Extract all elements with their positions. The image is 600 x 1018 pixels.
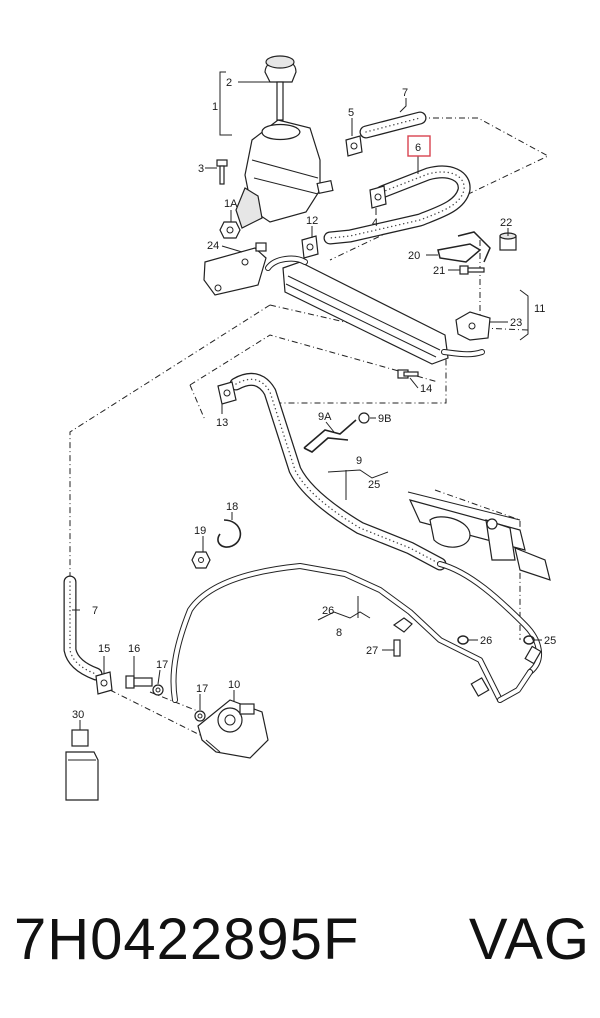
clamp-5	[345, 135, 363, 157]
callout-label: 21	[433, 265, 445, 277]
callout-label: 22	[500, 217, 512, 229]
callout-label: 16	[128, 643, 140, 655]
callout-label: 24	[207, 240, 219, 252]
nut-9b	[358, 412, 370, 424]
callout-label: 10	[228, 679, 240, 691]
callout-label: 12	[306, 215, 318, 227]
hose-7-lower	[63, 575, 103, 681]
bracket-9a	[303, 419, 357, 453]
callout-label: 30	[72, 709, 84, 721]
bracket-23	[455, 311, 491, 341]
callout-label: 11	[534, 303, 545, 315]
leader-lines	[72, 71, 542, 730]
callout-label: 2	[226, 77, 232, 89]
callout-label: 9B	[378, 413, 391, 425]
callout-label: 25	[368, 479, 380, 491]
screw-14	[397, 369, 419, 379]
callout-label: 19	[194, 525, 206, 537]
clamp-13	[217, 381, 237, 405]
callout-label: 5	[348, 107, 354, 119]
clamp-4	[369, 185, 387, 209]
callout-labels: 1 2 3 1A 24 5 7 6 4 12 22 20 21 11 23 14…	[72, 77, 556, 721]
callout-label: 26	[322, 605, 334, 617]
power-steering-parts-diagram: 1 2 3 1A 24 5 7 6 4 12 22 20 21 11 23 14…	[63, 55, 556, 801]
callout-label: 20	[408, 250, 420, 262]
steering-rack	[407, 491, 551, 581]
nut-19	[191, 551, 211, 569]
assembly-guide-lines	[69, 117, 550, 736]
callout-label: 18	[226, 501, 238, 513]
callout-label: 1A	[224, 198, 238, 210]
brand-name: VAG	[468, 906, 590, 972]
reservoir-bolt-3	[216, 159, 228, 185]
clip-20	[437, 231, 491, 263]
cooler-assembly-11	[265, 255, 485, 365]
reservoir-cap	[264, 55, 297, 121]
seal-17-lower	[194, 710, 206, 722]
callout-label: 1	[212, 101, 218, 113]
highlighted-part-frame	[407, 135, 431, 157]
part-number: 7H0422895F	[14, 906, 360, 972]
hose-9	[229, 372, 542, 675]
callout-label: 17	[196, 683, 208, 695]
clip-18	[217, 519, 242, 548]
power-steering-pump-10	[197, 699, 269, 759]
seal-17-upper	[152, 684, 164, 696]
hose-6-highlighted	[323, 165, 471, 245]
clamp-15	[95, 671, 113, 695]
callout-label-highlighted: 6	[415, 142, 421, 154]
callout-label: 13	[216, 417, 228, 429]
hose-7-upper	[359, 111, 427, 139]
pressure-line-8	[170, 563, 542, 703]
callout-label: 3	[198, 163, 204, 175]
callout-label: 23	[510, 317, 522, 329]
callout-label: 9	[356, 455, 362, 467]
callout-label: 8	[336, 627, 342, 639]
clamp-12	[301, 235, 319, 259]
banjo-bolt-16	[125, 675, 153, 689]
callout-label: 17	[156, 659, 168, 671]
callout-label: 7	[402, 87, 408, 99]
bracket-27	[392, 617, 413, 657]
fluid-reservoir	[235, 119, 334, 229]
seal-ring-26	[457, 635, 469, 645]
seal-ring-25	[523, 635, 535, 645]
bracket-24	[203, 242, 267, 296]
callout-label: 7	[92, 605, 98, 617]
callout-label: 9A	[318, 411, 332, 423]
callout-label: 27	[366, 645, 378, 657]
callout-label: 26	[480, 635, 492, 647]
callout-label: 4	[372, 217, 378, 229]
part-number-line: 7H0422895F VAG	[14, 894, 590, 984]
fluid-bottle-30	[65, 729, 99, 801]
callout-label: 25	[544, 635, 556, 647]
nut-1a	[219, 221, 241, 239]
callout-label: 15	[98, 643, 110, 655]
callout-label: 14	[420, 383, 432, 395]
